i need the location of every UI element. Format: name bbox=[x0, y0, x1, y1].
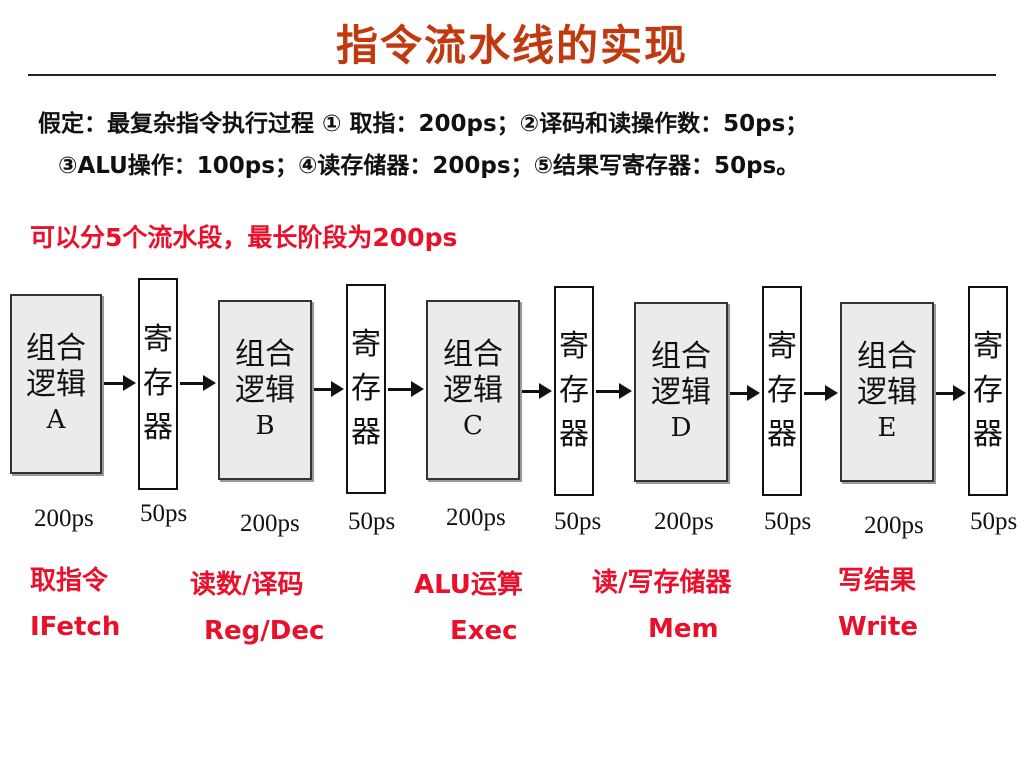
stage-label-ifetch: 取指令 IFetch bbox=[30, 558, 120, 650]
flow-arrow bbox=[936, 385, 966, 401]
flow-arrow bbox=[388, 381, 424, 397]
logic-block-label: 逻辑 bbox=[651, 375, 711, 410]
assumption-line-2: ③ALU操作：100ps；④读存储器：200ps；⑤结果写寄存器：50ps。 bbox=[58, 153, 800, 179]
stage-cn: 取指令 bbox=[30, 566, 109, 596]
logic-block-label: 组合 bbox=[235, 337, 295, 372]
register-time-label: 50ps bbox=[554, 508, 602, 535]
register-char: 寄 bbox=[351, 327, 381, 362]
flow-arrow bbox=[596, 383, 632, 399]
stage-label-mem: 读/写存储器 Mem bbox=[592, 560, 732, 652]
title-divider bbox=[28, 74, 996, 76]
register-time-label: 50ps bbox=[764, 508, 812, 535]
logic-time-label: 200ps bbox=[654, 508, 714, 535]
register-char: 器 bbox=[767, 417, 797, 452]
flow-arrow bbox=[314, 381, 344, 397]
assumption-line-1: 假定：最复杂指令执行过程 ① 取指：200ps；②译码和读操作数：50ps； bbox=[38, 111, 809, 137]
stage-cn: 读/写存储器 bbox=[592, 568, 732, 598]
logic-block-letter: C bbox=[463, 411, 483, 441]
stage-cn: 写结果 bbox=[838, 566, 917, 596]
logic-block-label: 逻辑 bbox=[857, 375, 917, 410]
register-char: 存 bbox=[973, 373, 1003, 408]
register-char: 寄 bbox=[973, 329, 1003, 364]
stage-label-write: 写结果 Write bbox=[838, 558, 918, 650]
logic-block-d: 组合 逻辑 D bbox=[634, 302, 728, 482]
logic-block-b: 组合 逻辑 B bbox=[218, 300, 312, 480]
flow-arrow bbox=[730, 385, 760, 401]
pipeline-headline: 可以分5个流水段，最长阶段为200ps bbox=[30, 223, 458, 252]
register-char: 存 bbox=[351, 371, 381, 406]
stage-cn: 读数/译码 bbox=[190, 570, 304, 600]
pipeline-register-4: 寄 存 器 bbox=[762, 286, 802, 496]
register-time-label: 50ps bbox=[140, 500, 188, 527]
stage-en: Exec bbox=[450, 616, 518, 646]
stage-en: Write bbox=[838, 612, 919, 642]
logic-block-a: 组合 逻辑 A bbox=[10, 294, 102, 474]
page-title: 指令流水线的实现 bbox=[335, 21, 688, 70]
logic-block-c: 组合 逻辑 C bbox=[426, 300, 520, 480]
logic-time-label: 200ps bbox=[34, 505, 94, 532]
register-char: 存 bbox=[559, 373, 589, 408]
pipeline-register-1: 寄 存 器 bbox=[138, 278, 178, 490]
flow-arrow bbox=[180, 375, 216, 391]
stage-en: IFetch bbox=[30, 612, 121, 642]
register-time-label: 50ps bbox=[348, 508, 396, 535]
pipeline-register-2: 寄 存 器 bbox=[346, 284, 386, 494]
flow-arrow bbox=[522, 383, 552, 399]
logic-time-label: 200ps bbox=[240, 510, 300, 537]
stage-cn: ALU运算 bbox=[414, 570, 523, 600]
pipeline-register-3: 寄 存 器 bbox=[554, 286, 594, 496]
logic-time-label: 200ps bbox=[864, 512, 924, 539]
logic-block-label: 组合 bbox=[857, 339, 917, 374]
logic-block-label: 组合 bbox=[443, 337, 503, 372]
logic-block-label: 逻辑 bbox=[26, 367, 86, 402]
logic-time-label: 200ps bbox=[446, 504, 506, 531]
stage-label-exec: ALU运算 Exec bbox=[414, 562, 523, 654]
logic-block-letter: B bbox=[255, 411, 275, 441]
register-char: 器 bbox=[559, 417, 589, 452]
logic-block-label: 组合 bbox=[651, 339, 711, 374]
logic-block-letter: D bbox=[670, 413, 692, 443]
register-time-label: 50ps bbox=[970, 508, 1018, 535]
register-char: 寄 bbox=[559, 329, 589, 364]
register-char: 器 bbox=[973, 417, 1003, 452]
register-char: 寄 bbox=[767, 329, 797, 364]
stage-en: Reg/Dec bbox=[204, 616, 325, 646]
register-char: 存 bbox=[143, 366, 173, 401]
logic-block-e: 组合 逻辑 E bbox=[840, 302, 934, 482]
flow-arrow bbox=[804, 385, 838, 401]
register-char: 器 bbox=[351, 415, 381, 450]
logic-block-letter: E bbox=[877, 413, 897, 443]
register-char: 寄 bbox=[143, 322, 173, 357]
pipeline-register-5: 寄 存 器 bbox=[968, 286, 1008, 496]
stage-en: Mem bbox=[648, 614, 719, 644]
logic-block-label: 逻辑 bbox=[443, 373, 503, 408]
logic-block-label: 组合 bbox=[26, 331, 86, 366]
register-char: 器 bbox=[143, 410, 173, 445]
register-char: 存 bbox=[767, 373, 797, 408]
logic-block-label: 逻辑 bbox=[235, 373, 295, 408]
logic-block-letter: A bbox=[46, 405, 66, 435]
stage-label-regdec: 读数/译码 Reg/Dec bbox=[190, 562, 324, 654]
flow-arrow bbox=[104, 375, 136, 391]
